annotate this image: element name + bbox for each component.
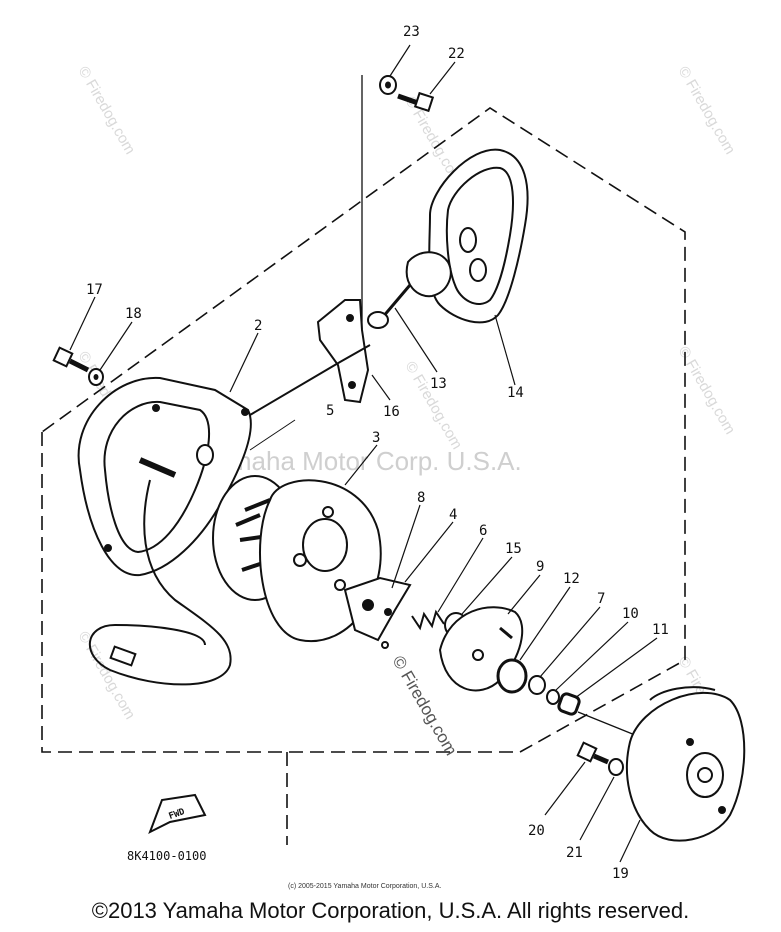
callout-10: 10 xyxy=(622,606,639,622)
part-8-pawl-spring xyxy=(381,608,392,649)
watermark-mid-right: © Firedog.com xyxy=(675,344,739,438)
callout-8: 8 xyxy=(417,490,425,506)
part-6-spring xyxy=(411,609,445,631)
callout-9: 9 xyxy=(536,559,544,575)
part-13-rope-grip xyxy=(367,284,412,329)
part-19-starter-cup xyxy=(626,686,746,842)
callout-6: 6 xyxy=(479,523,487,539)
callout-7: 7 xyxy=(597,591,605,607)
part-12-circlip xyxy=(496,658,528,694)
axis-line-right xyxy=(577,711,636,736)
part-4-pawl xyxy=(343,576,412,642)
part-20-bolt xyxy=(576,741,609,765)
part-14-handle xyxy=(405,148,529,324)
leader-5 xyxy=(249,419,296,451)
watermark-top-right: © Firedog.com xyxy=(675,64,739,158)
callout-22: 22 xyxy=(448,46,465,62)
callout-18: 18 xyxy=(125,306,142,322)
part-17-bolt xyxy=(52,346,90,373)
stop-switch-wire xyxy=(89,479,232,686)
callout-17: 17 xyxy=(86,282,103,298)
part-11-collar xyxy=(557,692,581,716)
watermark-center: © Firedog.com xyxy=(402,359,466,453)
callout-5: 5 xyxy=(326,403,334,419)
leader-lines xyxy=(69,44,658,863)
callout-19: 19 xyxy=(612,866,629,882)
small-copyright: (c) 2005-2015 Yamaha Motor Corporation, … xyxy=(288,883,441,890)
callout-12: 12 xyxy=(563,571,580,587)
callout-2: 2 xyxy=(254,318,262,334)
part-16-bracket xyxy=(316,299,370,404)
watermark-top-left: © Firedog.com xyxy=(75,64,139,158)
callout-23: 23 xyxy=(403,24,420,40)
callout-11: 11 xyxy=(652,622,669,638)
footer-copyright: ©2013 Yamaha Motor Corporation, U.S.A. A… xyxy=(91,898,690,923)
part-7-washer xyxy=(528,675,546,695)
part-22-bolt xyxy=(397,91,435,113)
part-10-washer xyxy=(546,689,560,705)
callout-4: 4 xyxy=(449,507,457,523)
watermark-low-left: © Firedog.com xyxy=(75,629,139,723)
diagram-part-number: 8K4100-0100 xyxy=(127,849,206,863)
part-18-washer xyxy=(88,368,104,386)
callout-21: 21 xyxy=(566,845,583,861)
watermark-yamaha: Yamaha Motor Corp. U.S.A. xyxy=(200,446,522,476)
callout-13: 13 xyxy=(430,376,447,392)
callout-3: 3 xyxy=(372,430,380,446)
assembly-dashed-outline xyxy=(41,107,686,845)
part-21-washer xyxy=(608,758,624,776)
callout-14: 14 xyxy=(507,385,524,401)
wire-connector xyxy=(109,645,137,667)
starter-rope xyxy=(249,344,371,416)
part-23-washer xyxy=(379,75,397,95)
callout-20: 20 xyxy=(528,823,545,839)
callout-16: 16 xyxy=(383,404,400,420)
callout-labels: 23 22 17 18 2 13 14 16 5 3 8 4 6 15 9 12… xyxy=(86,24,669,882)
callout-15: 15 xyxy=(505,541,522,557)
fwd-arrow-icon: FWD xyxy=(148,793,207,835)
